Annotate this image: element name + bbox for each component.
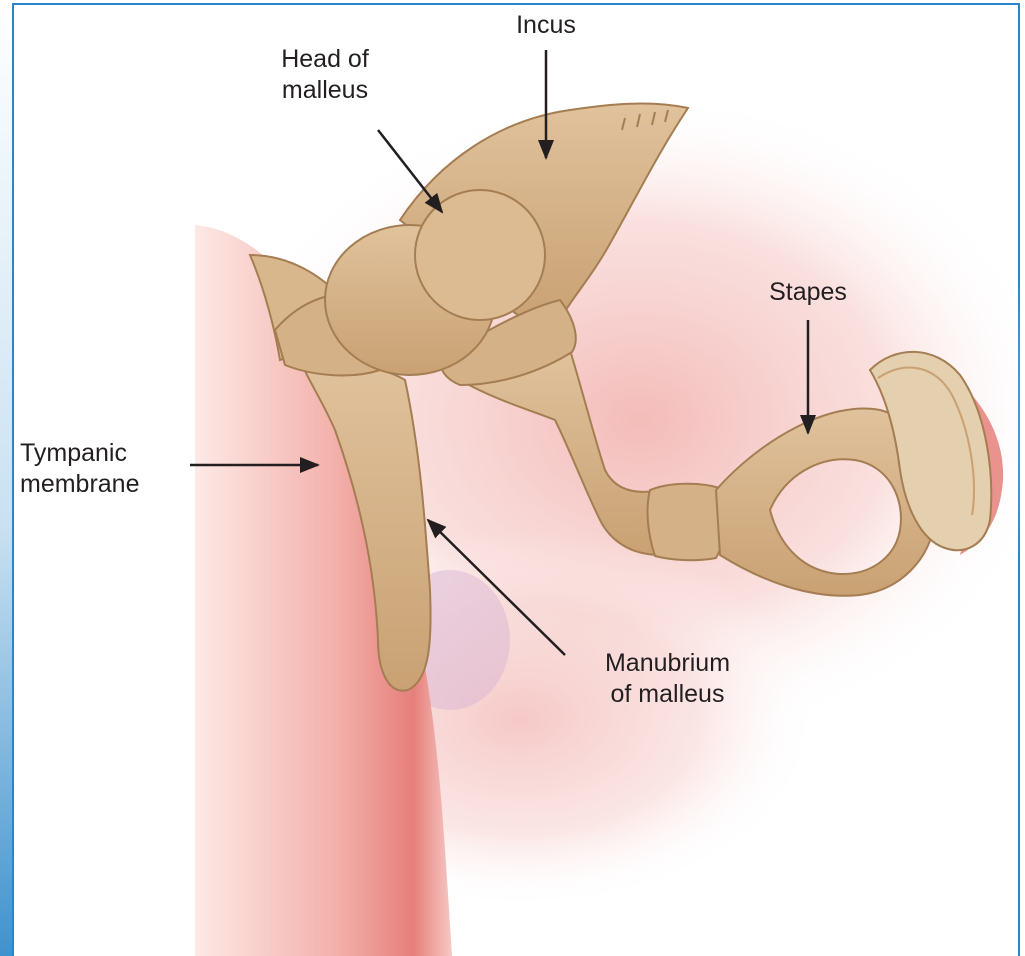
label-stapes-text: Stapes bbox=[748, 277, 868, 308]
label-tympanic-membrane-line2: membrane bbox=[20, 469, 190, 500]
label-manubrium-of-malleus: Manubrium of malleus bbox=[570, 648, 765, 710]
label-stapes: Stapes bbox=[748, 277, 868, 308]
frame-left-accent bbox=[0, 0, 14, 956]
stapes-head-shape bbox=[648, 484, 725, 560]
label-head-of-malleus: Head of malleus bbox=[250, 44, 400, 106]
label-tympanic-membrane: Tympanic membrane bbox=[20, 438, 190, 500]
label-head-of-malleus-line1: Head of bbox=[250, 44, 400, 75]
label-manubrium-of-malleus-line1: Manubrium bbox=[570, 648, 765, 679]
label-tympanic-membrane-line1: Tympanic bbox=[20, 438, 190, 469]
label-manubrium-of-malleus-line2: of malleus bbox=[570, 679, 765, 710]
label-incus: Incus bbox=[496, 10, 596, 41]
label-head-of-malleus-line2: malleus bbox=[250, 75, 400, 106]
label-incus-text: Incus bbox=[496, 10, 596, 41]
